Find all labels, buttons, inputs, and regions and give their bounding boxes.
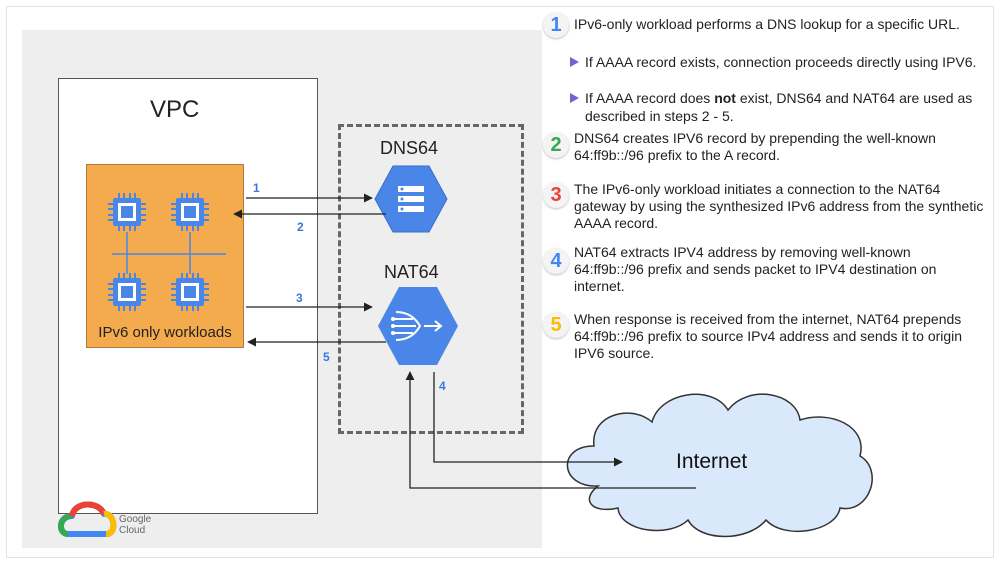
- bullet-1-text: If AAAA record exists, connection procee…: [585, 54, 977, 70]
- compute-chip-icon: [107, 192, 147, 232]
- workload-interconnect: [112, 232, 226, 274]
- step-4-badge: 4: [543, 248, 569, 274]
- compute-chip-icon: [107, 272, 147, 312]
- internet-label: Internet: [676, 450, 748, 473]
- compute-chip-icon: [170, 192, 210, 232]
- dns64-icon: [374, 165, 448, 233]
- arrow-label-1: 1: [253, 181, 260, 195]
- arrow-number-labels: 1 2 3 5 4: [253, 181, 446, 393]
- nat64-icon: [378, 287, 458, 365]
- diagram-frame: [6, 6, 994, 558]
- bullet-2-text-after: exist, DNS64 and NAT64 are used as descr…: [585, 90, 973, 124]
- workload-group: [86, 164, 244, 348]
- arrow-label-5: 5: [323, 350, 330, 364]
- bullet-arrow-icon: [570, 57, 579, 67]
- step-3-text: The IPv6-only workload initiates a conne…: [574, 181, 984, 231]
- google-cloud-logo: [58, 501, 117, 537]
- bullet-2-text-bold: not: [714, 90, 736, 106]
- logo-line-2: Cloud: [119, 525, 146, 536]
- dns64-nat64-boundary: [338, 124, 524, 434]
- google-cloud-wordmark: Google Cloud: [119, 514, 151, 536]
- nat64-title: NAT64: [384, 262, 439, 282]
- arrow-label-4: 4: [439, 379, 446, 393]
- step-5-text: When response is received from the inter…: [574, 311, 963, 361]
- flow-arrows: [233, 193, 696, 489]
- bullet-2-text-before: If AAAA record does: [585, 90, 715, 106]
- step-3-badge: 3: [543, 182, 569, 208]
- step-2-text: DNS64 creates IPV6 record by prepending …: [574, 130, 936, 163]
- compute-chip-icon: [170, 272, 210, 312]
- logo-line-1: Google: [119, 514, 152, 525]
- bullet-arrow-icon: [570, 93, 579, 103]
- step-1-badge: 1: [543, 12, 569, 38]
- dns64-title: DNS64: [380, 138, 439, 158]
- bullet-2-text: If AAAA record does not exist, DNS64 and…: [585, 89, 985, 125]
- step-4-text: NAT64 extracts IPV4 address by removing …: [574, 244, 937, 294]
- step-5-badge: 5: [543, 312, 569, 338]
- step-1-text: IPv6-only workload performs a DNS lookup…: [574, 16, 960, 32]
- workload-label: IPv6 only workloads: [98, 324, 232, 341]
- arrow-label-2: 2: [297, 220, 304, 234]
- step-2-badge: 2: [543, 132, 569, 158]
- internet-cloud: [566, 393, 873, 538]
- vpc-title: VPC: [150, 96, 200, 123]
- arrow-label-3: 3: [296, 291, 303, 305]
